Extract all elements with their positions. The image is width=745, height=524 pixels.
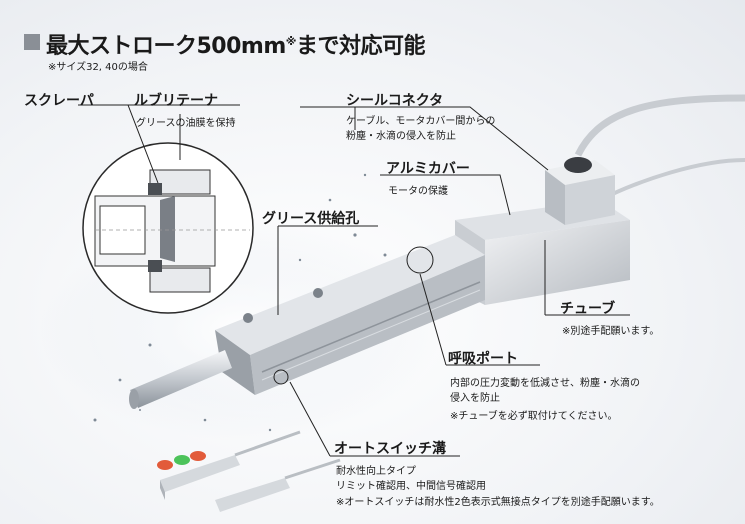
auto-switch-groove-label: オートスイッチ溝 (334, 441, 446, 457)
title-note: ※サイズ32, 40の場合 (48, 62, 148, 73)
tube (599, 158, 745, 202)
cross-section-inset (82, 142, 254, 314)
grease-port-2 (313, 288, 323, 298)
breathing-port-highlight (406, 246, 434, 274)
aluminum-cover-label: アルミカバー (386, 161, 470, 177)
actuator-body-end (215, 330, 255, 395)
tube-label: チューブ (560, 301, 616, 317)
title-mark: ※ (285, 35, 297, 48)
leader-lines (78, 104, 630, 457)
actuator-body-top (215, 235, 485, 355)
seal-connector-desc-2: 粉塵・水滴の侵入を防止 (346, 131, 456, 142)
grease-port-1 (243, 313, 253, 323)
auto-switches (157, 430, 341, 512)
actuator-body-side (250, 255, 485, 395)
breathing-port-desc-2: 侵入を防止 (450, 393, 500, 404)
connector-box-front (545, 170, 565, 225)
rod-end (129, 389, 139, 409)
breathing-port-note: ※チューブを必ず取付けてください。 (450, 411, 618, 422)
grease-hole-label: グリース供給孔 (262, 211, 360, 227)
cable (574, 94, 745, 157)
switch-led-green (174, 455, 190, 465)
auto-switch-groove-note: ※オートスイッチは耐水性2色表示式無接点タイプを別途手配願います。 (336, 497, 660, 508)
aluminum-cover-desc: モータの保護 (388, 186, 448, 197)
lubricator-desc: グリースの油膜を保持 (136, 118, 236, 129)
title-suffix: まで対応可能 (295, 34, 426, 59)
page-title: 最大ストローク500mm※まで対応可能 (46, 28, 426, 60)
scraper-label: スクレーパ (24, 93, 94, 109)
motor-cover-side (485, 220, 630, 305)
seal-connector-desc-1: ケーブル、モータカバー間からの (346, 116, 496, 127)
breathing-port-desc-1: 内部の圧力変動を低減させ、粉塵・水滴の (450, 378, 640, 389)
title-main: 最大ストローク500mm (46, 34, 286, 59)
switch-led-red (157, 460, 173, 470)
auto-switch-groove-desc-1: 耐水性向上タイプ (336, 466, 416, 477)
connector-box-side (565, 175, 615, 225)
connector-gland (564, 157, 592, 173)
auto-switch-groove-desc-2: リミット確認用、中間信号確認用 (336, 481, 486, 492)
groove-highlight (261, 289, 481, 381)
breathing-port-label: 呼吸ポート (448, 351, 518, 367)
switch-led-red-2 (190, 451, 206, 461)
switch-groove-highlight (273, 369, 289, 385)
lubricator-label: ルブリテーナ (134, 93, 218, 109)
title-marker (24, 34, 40, 50)
tube-desc: ※別途手配願います。 (562, 326, 660, 337)
piston-rod (130, 350, 232, 408)
auto-switch-groove (261, 281, 481, 373)
seal-connector-label: シールコネクタ (346, 93, 444, 109)
